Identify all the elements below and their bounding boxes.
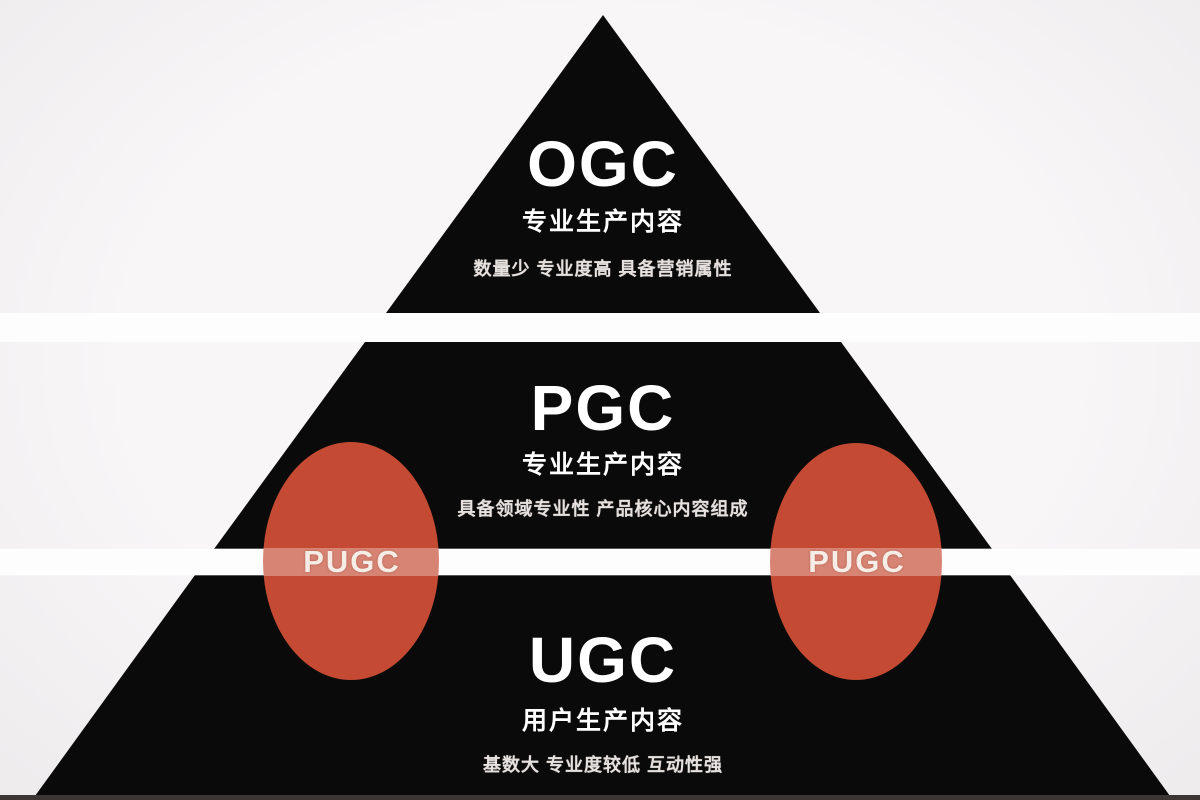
pgc-subtitle: 专业生产内容: [521, 451, 685, 479]
pugc-circle-right: [770, 443, 942, 680]
pugc-circle-left: [263, 442, 439, 680]
pugc-band-overlay: [0, 548, 1200, 576]
ogc-acronym: OGC: [527, 128, 679, 200]
pugc-label-right: PUGC: [808, 544, 906, 579]
ugc-details: 基数大 专业度较低 互动性强: [482, 755, 724, 775]
ogc-details: 数量少 专业度高 具备营销属性: [473, 259, 733, 279]
image-bottom-edge: [0, 795, 1200, 800]
ogc-subtitle: 专业生产内容: [521, 208, 685, 236]
pgc-details: 具备领域专业性 产品核心内容组成: [457, 499, 749, 519]
pugc-label-left: PUGC: [303, 544, 401, 579]
ugc-subtitle: 用户生产内容: [521, 707, 685, 735]
tier-gap-top: [0, 313, 1200, 342]
pgc-acronym: PGC: [530, 372, 676, 444]
ugc-acronym: UGC: [528, 624, 678, 696]
tier-gap-bottom: [0, 549, 1200, 575]
